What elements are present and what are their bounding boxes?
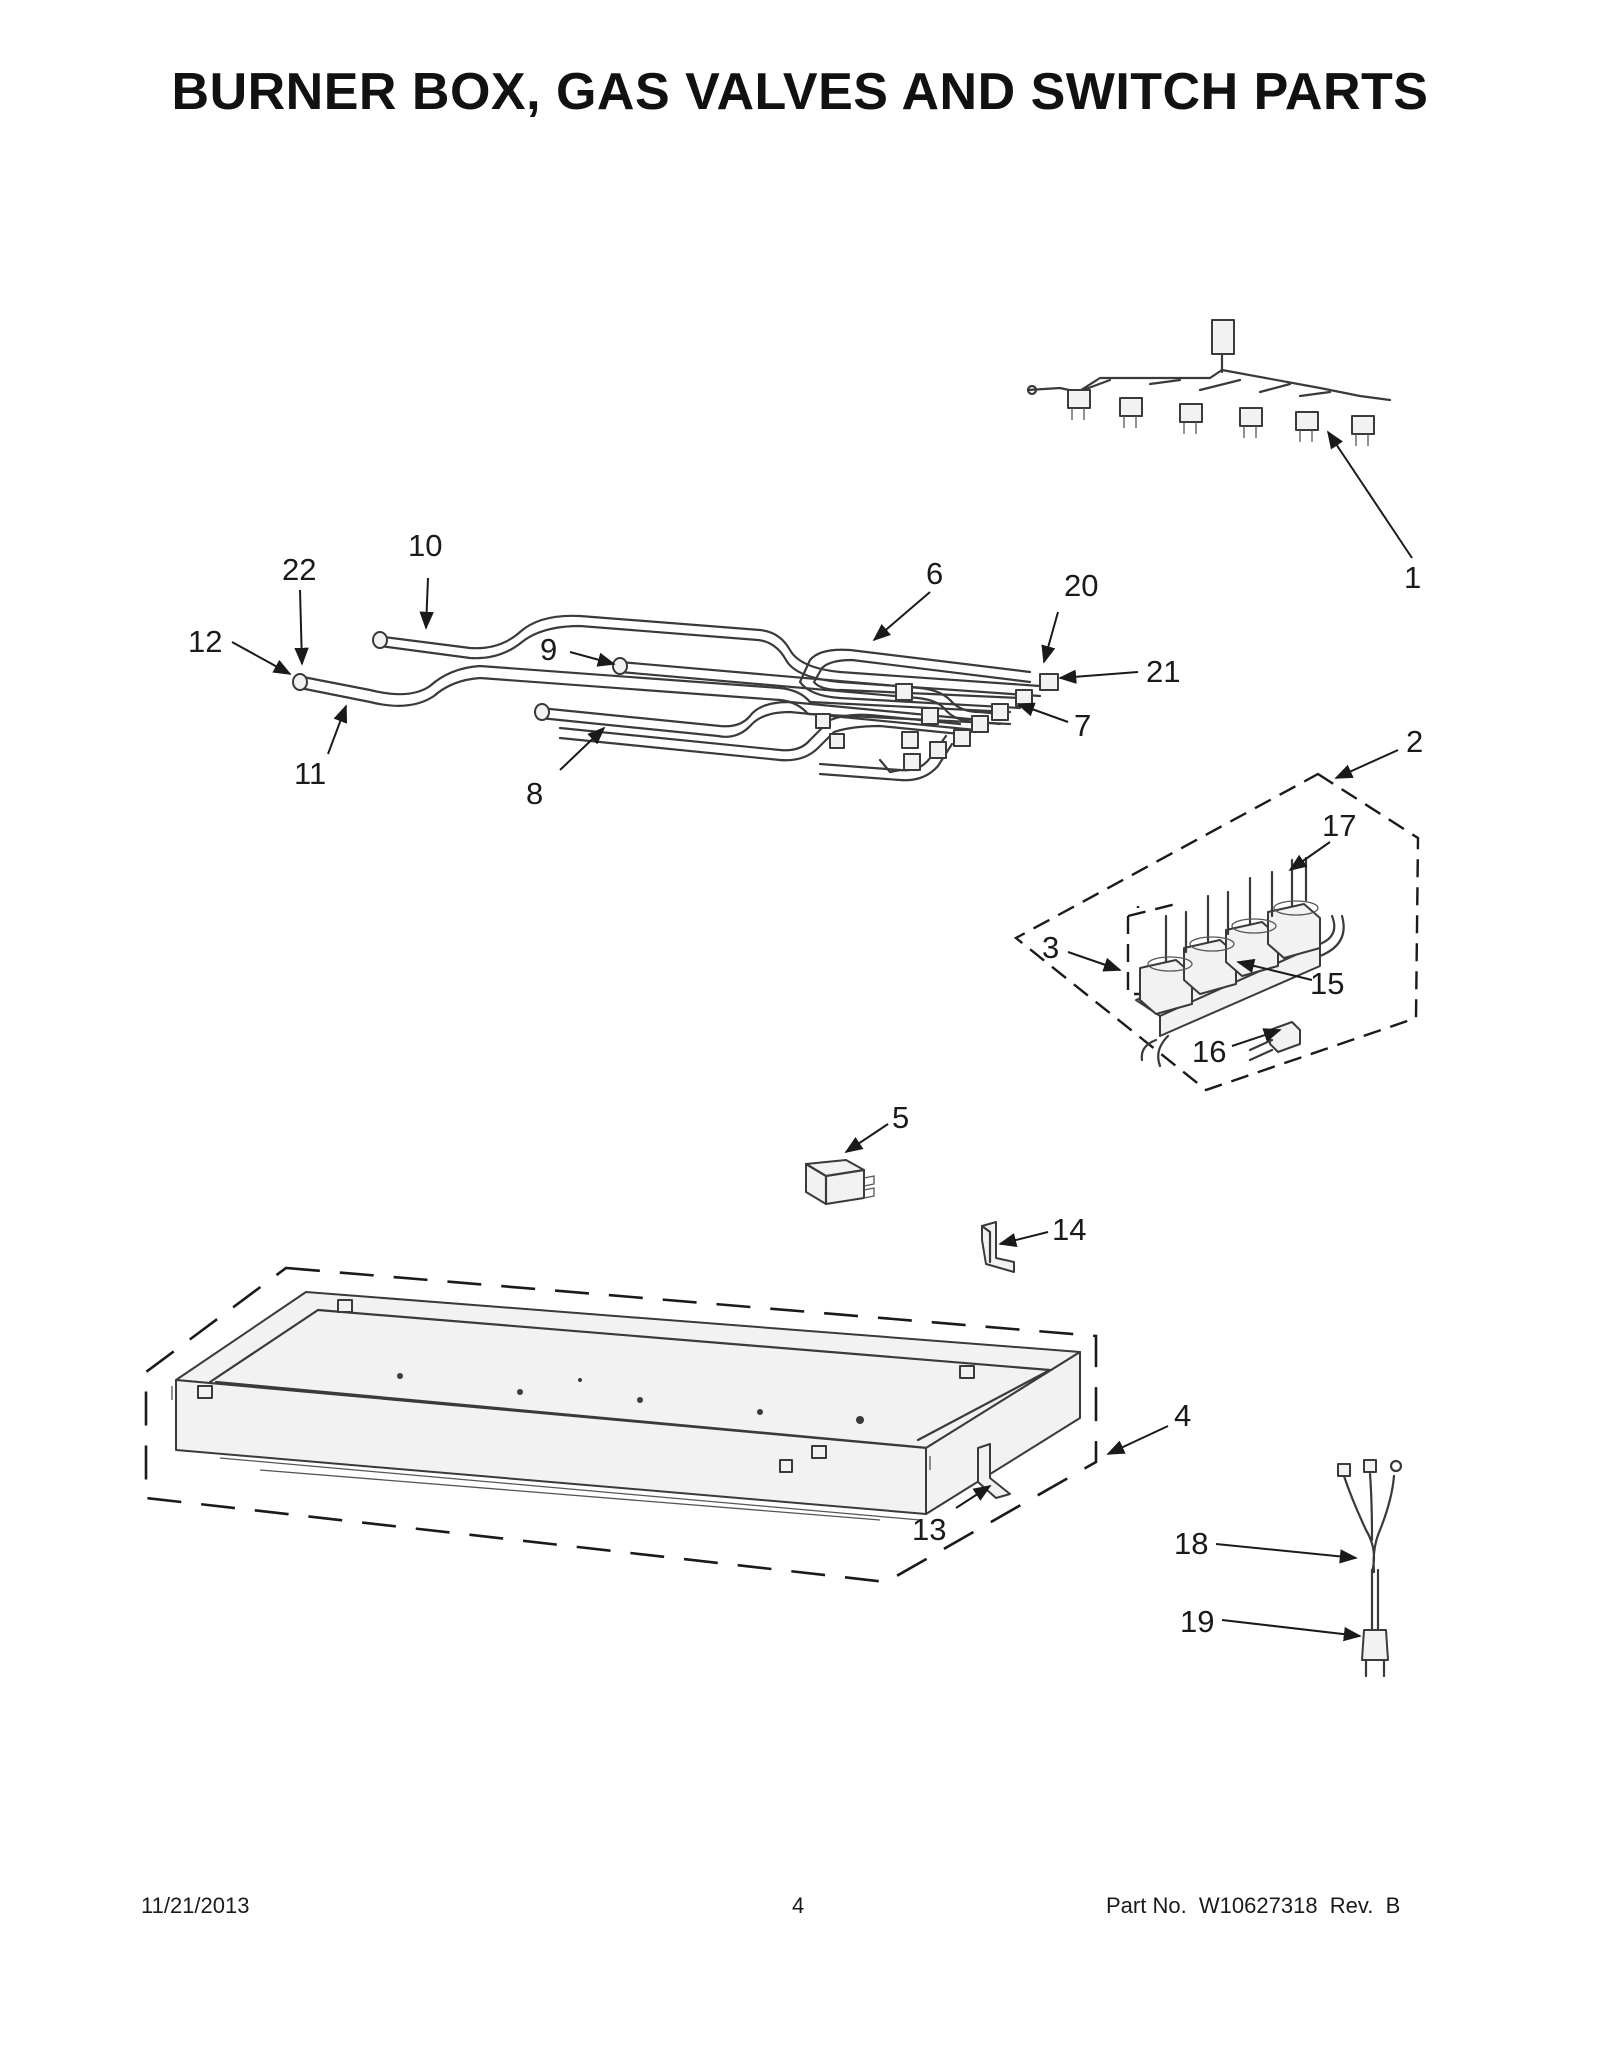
power-cord-drawing <box>1337 1459 1403 1678</box>
callout-10: 10 <box>408 528 442 563</box>
bracket-drawing <box>980 1221 1015 1273</box>
callout-21: 21 <box>1146 654 1180 689</box>
callout-20: 20 <box>1064 568 1098 603</box>
callout-7: 7 <box>1074 708 1091 743</box>
callout-17: 17 <box>1322 808 1356 843</box>
callout-labels: 1 2 3 4 5 6 7 8 9 10 11 12 13 14 15 16 1… <box>188 528 1423 1639</box>
callout-5: 5 <box>892 1100 909 1135</box>
leader-lines <box>231 430 1413 1642</box>
burner-box-drawing <box>144 1266 1098 1584</box>
callout-9: 9 <box>540 632 557 667</box>
callout-15: 15 <box>1310 966 1344 1001</box>
callout-3: 3 <box>1042 930 1059 965</box>
callout-16: 16 <box>1192 1034 1226 1069</box>
callout-12: 12 <box>188 624 222 659</box>
callout-1: 1 <box>1404 560 1421 595</box>
footer-part-number: Part No. W10627318 Rev. B <box>1106 1893 1401 1918</box>
igniter-harness-drawing <box>1026 319 1392 446</box>
callout-22: 22 <box>282 552 316 587</box>
callout-13: 13 <box>912 1512 946 1547</box>
page-title: BURNER BOX, GAS VALVES AND SWITCH PARTS <box>171 63 1429 121</box>
callout-2: 2 <box>1406 724 1423 759</box>
gas-tubes-drawing <box>292 614 1059 782</box>
switch-drawing <box>804 1159 875 1206</box>
callout-11: 11 <box>294 756 326 791</box>
footer-date: 11/21/2013 <box>141 1893 250 1918</box>
callout-18: 18 <box>1174 1526 1208 1561</box>
callout-6: 6 <box>926 556 943 591</box>
callout-19: 19 <box>1180 1604 1214 1639</box>
footer-page-number: 4 <box>792 1893 805 1918</box>
callout-14: 14 <box>1052 1212 1086 1247</box>
callout-8: 8 <box>526 776 543 811</box>
callout-4: 4 <box>1174 1398 1191 1433</box>
